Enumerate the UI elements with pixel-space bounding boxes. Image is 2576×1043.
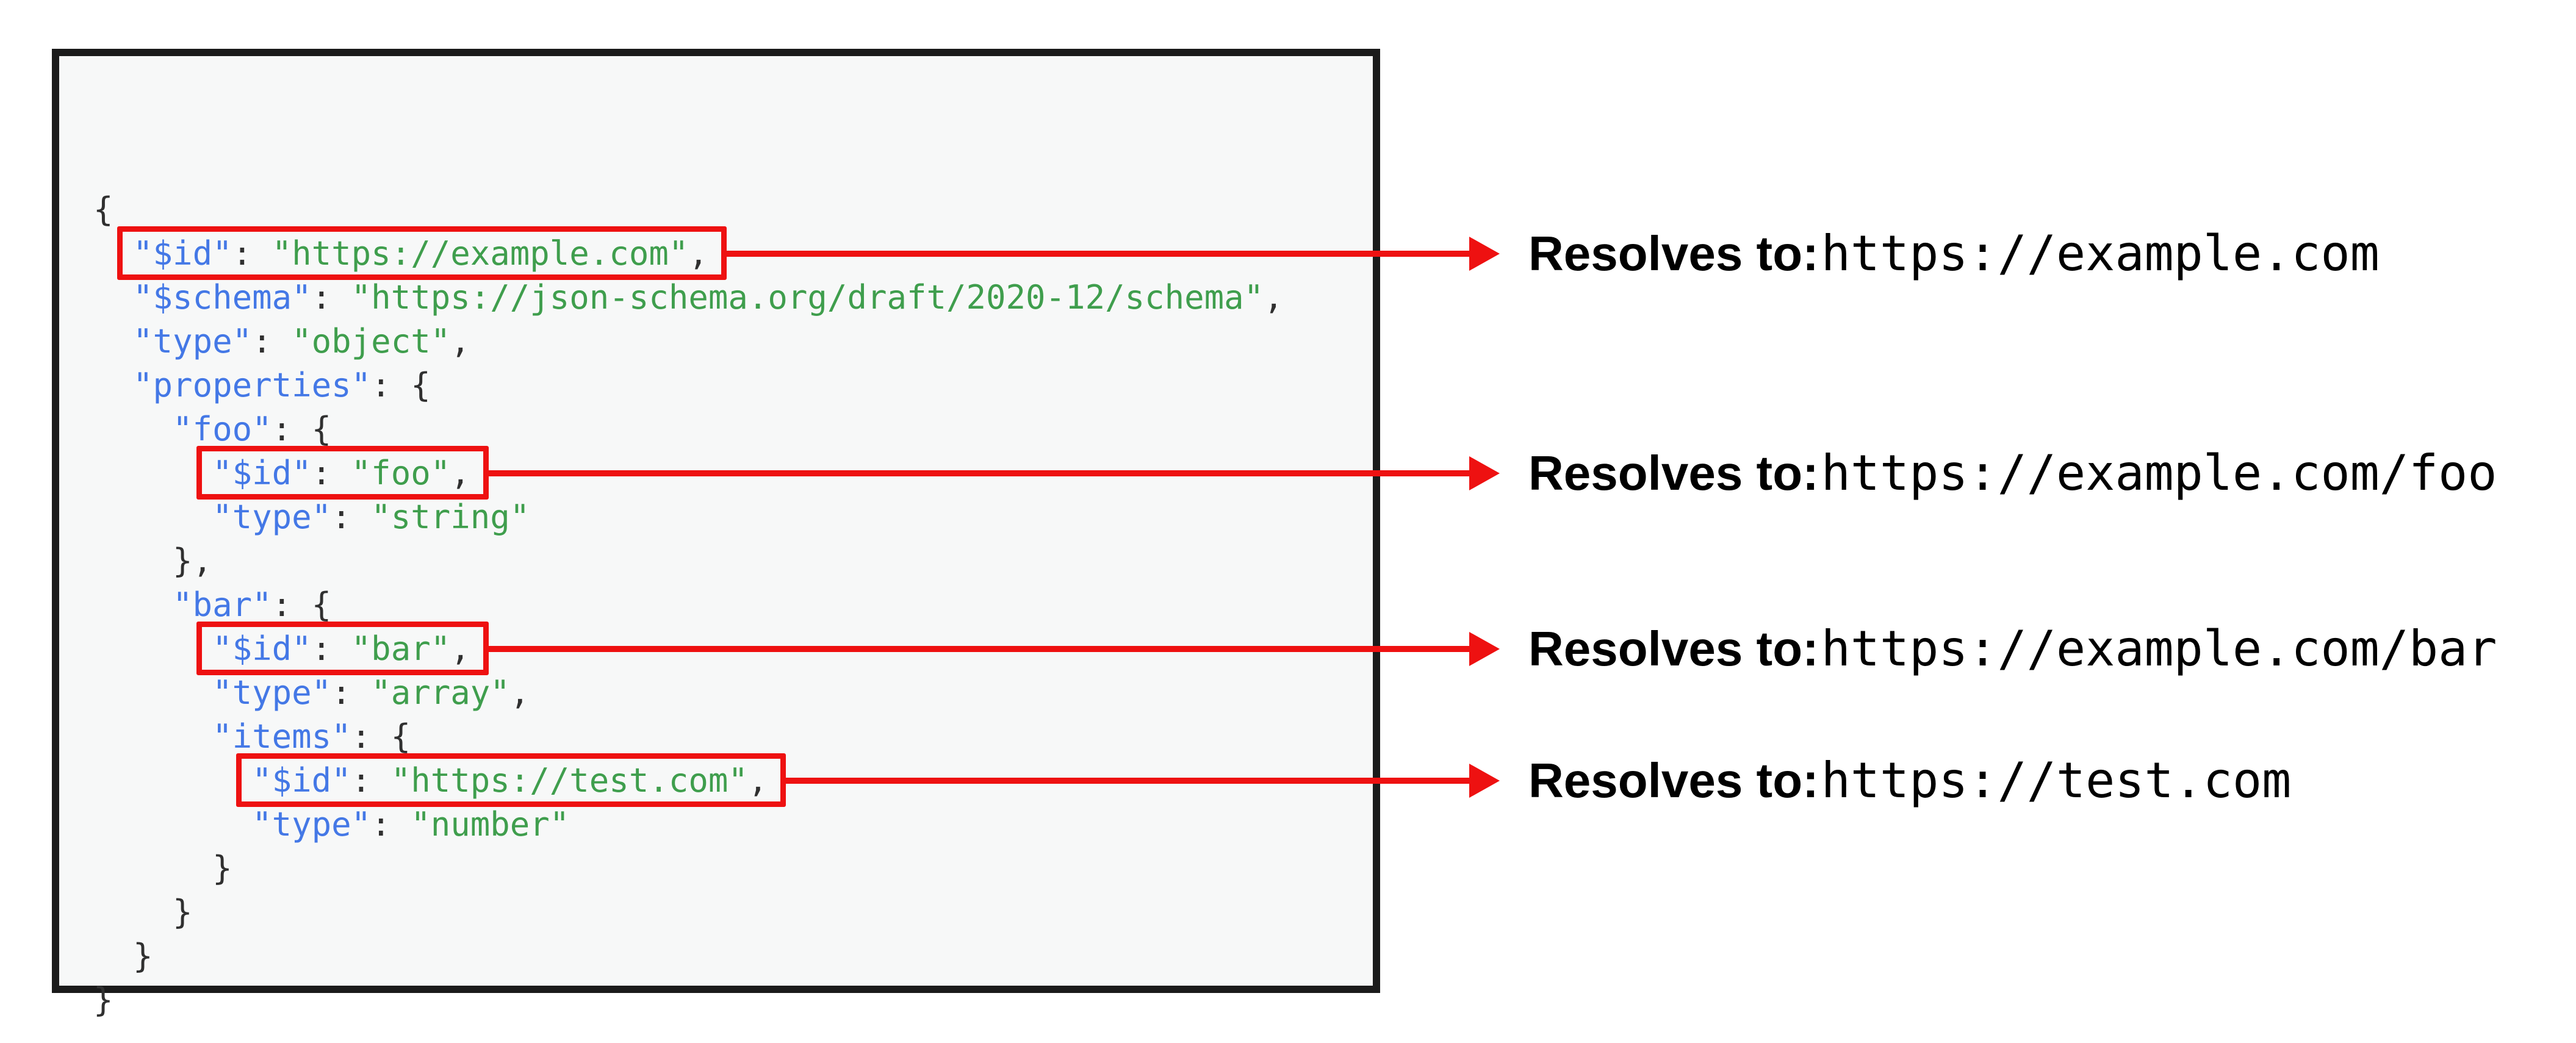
arrow-line: [726, 251, 1472, 257]
json-punctuation: ,: [1264, 278, 1284, 317]
json-punctuation: :: [331, 673, 372, 712]
code-line: "bar": {: [93, 583, 1373, 627]
json-punctuation: ,: [688, 234, 708, 273]
resolves-to-label: Resolves to: https://example.com/foo: [1528, 446, 2497, 501]
json-punctuation: :: [252, 322, 292, 360]
resolves-to-prefix: Resolves to:: [1528, 622, 1819, 676]
code-line: "items": {: [93, 715, 1373, 759]
resolved-url: https://example.com/foo: [1821, 445, 2497, 501]
code-line: "type": "string": [93, 495, 1373, 539]
json-key: "$id": [252, 761, 351, 800]
json-punctuation: :: [351, 761, 391, 800]
json-punctuation: : {: [272, 410, 332, 448]
json-key: "bar": [173, 586, 272, 624]
json-punctuation: ,: [450, 322, 470, 360]
code-line: }: [93, 847, 1373, 891]
resolves-to-prefix: Resolves to:: [1528, 226, 1819, 281]
arrow-right-icon: [1469, 764, 1500, 798]
code-line: "$schema": "https://json-schema.org/draf…: [93, 276, 1373, 320]
resolves-to-prefix: Resolves to:: [1528, 753, 1819, 808]
annotation-row: Resolves to: https://example.com/bar: [0, 622, 2576, 676]
json-punctuation: ,: [509, 673, 530, 712]
code-line: }: [93, 934, 1373, 978]
json-key: "$schema": [133, 278, 312, 317]
annotation-row: Resolves to: https://example.com/foo: [0, 446, 2576, 501]
json-key: "type": [212, 673, 332, 712]
json-string: "https://example.com": [272, 234, 689, 273]
annotation-row: Resolves to: https://example.com: [0, 226, 2576, 281]
code-line: "properties": {: [93, 364, 1373, 407]
json-punctuation: :: [311, 454, 351, 492]
arrow-right-icon: [1469, 456, 1500, 490]
code-line: "type": "array",: [93, 671, 1373, 715]
code-line: },: [93, 539, 1373, 583]
json-punctuation: :: [311, 629, 351, 668]
json-key: "type": [252, 805, 372, 844]
arrow-right-icon: [1469, 632, 1500, 666]
annotation-row: Resolves to: https://test.com: [0, 753, 2576, 808]
json-string: "string": [371, 498, 530, 536]
code-line: "type": "number": [93, 803, 1373, 847]
arrow-line: [786, 778, 1472, 784]
json-punctuation: }: [133, 937, 153, 975]
json-string: "object": [292, 322, 451, 360]
resolves-to-prefix: Resolves to:: [1528, 446, 1819, 500]
resolved-url: https://example.com/bar: [1821, 620, 2497, 677]
json-string: "number": [411, 805, 570, 844]
json-punctuation: {: [93, 190, 113, 229]
json-punctuation: ,: [747, 761, 768, 800]
resolved-url: https://example.com: [1821, 225, 2380, 282]
json-punctuation: ,: [450, 629, 470, 668]
code-line: }: [93, 891, 1373, 934]
code-line: {: [93, 188, 1373, 232]
arrow-right-icon: [1469, 237, 1500, 271]
json-key: "items": [212, 717, 351, 756]
json-punctuation: }: [212, 849, 232, 887]
json-string: "array": [371, 673, 510, 712]
json-punctuation: : {: [371, 366, 431, 404]
json-punctuation: },: [173, 542, 213, 580]
resolved-url: https://test.com: [1821, 752, 2292, 809]
json-punctuation: : {: [272, 586, 332, 624]
json-code-lines: { "$id": "https://example.com", "$schema…: [93, 188, 1373, 1022]
json-punctuation: :: [331, 498, 372, 536]
json-punctuation: }: [93, 981, 113, 1019]
json-key: "$id": [212, 454, 312, 492]
resolves-to-label: Resolves to: https://test.com: [1528, 753, 2291, 808]
code-line: }: [93, 978, 1373, 1022]
json-punctuation: ,: [450, 454, 470, 492]
json-punctuation: :: [232, 234, 272, 273]
json-string: "https://test.com": [390, 761, 748, 800]
json-punctuation: : {: [351, 717, 411, 756]
json-key: "properties": [133, 366, 372, 404]
resolves-to-label: Resolves to: https://example.com/bar: [1528, 622, 2497, 676]
arrow-line: [488, 646, 1472, 652]
json-key: "foo": [173, 410, 272, 448]
json-punctuation: :: [371, 805, 411, 844]
json-key: "$id": [212, 629, 312, 668]
code-line: "foo": {: [93, 407, 1373, 451]
json-punctuation: }: [173, 893, 193, 931]
json-string: "https://json-schema.org/draft/2020-12/s…: [351, 278, 1264, 317]
json-key: "$id": [133, 234, 232, 273]
arrow-line: [488, 470, 1472, 476]
code-line: "type": "object",: [93, 320, 1373, 364]
json-punctuation: :: [311, 278, 351, 317]
json-string: "foo": [351, 454, 451, 492]
resolves-to-label: Resolves to: https://example.com: [1528, 226, 2380, 281]
json-key: "type": [133, 322, 253, 360]
json-schema-code-block: { "$id": "https://example.com", "$schema…: [52, 49, 1380, 1019]
json-string: "bar": [351, 629, 451, 668]
json-key: "type": [212, 498, 332, 536]
